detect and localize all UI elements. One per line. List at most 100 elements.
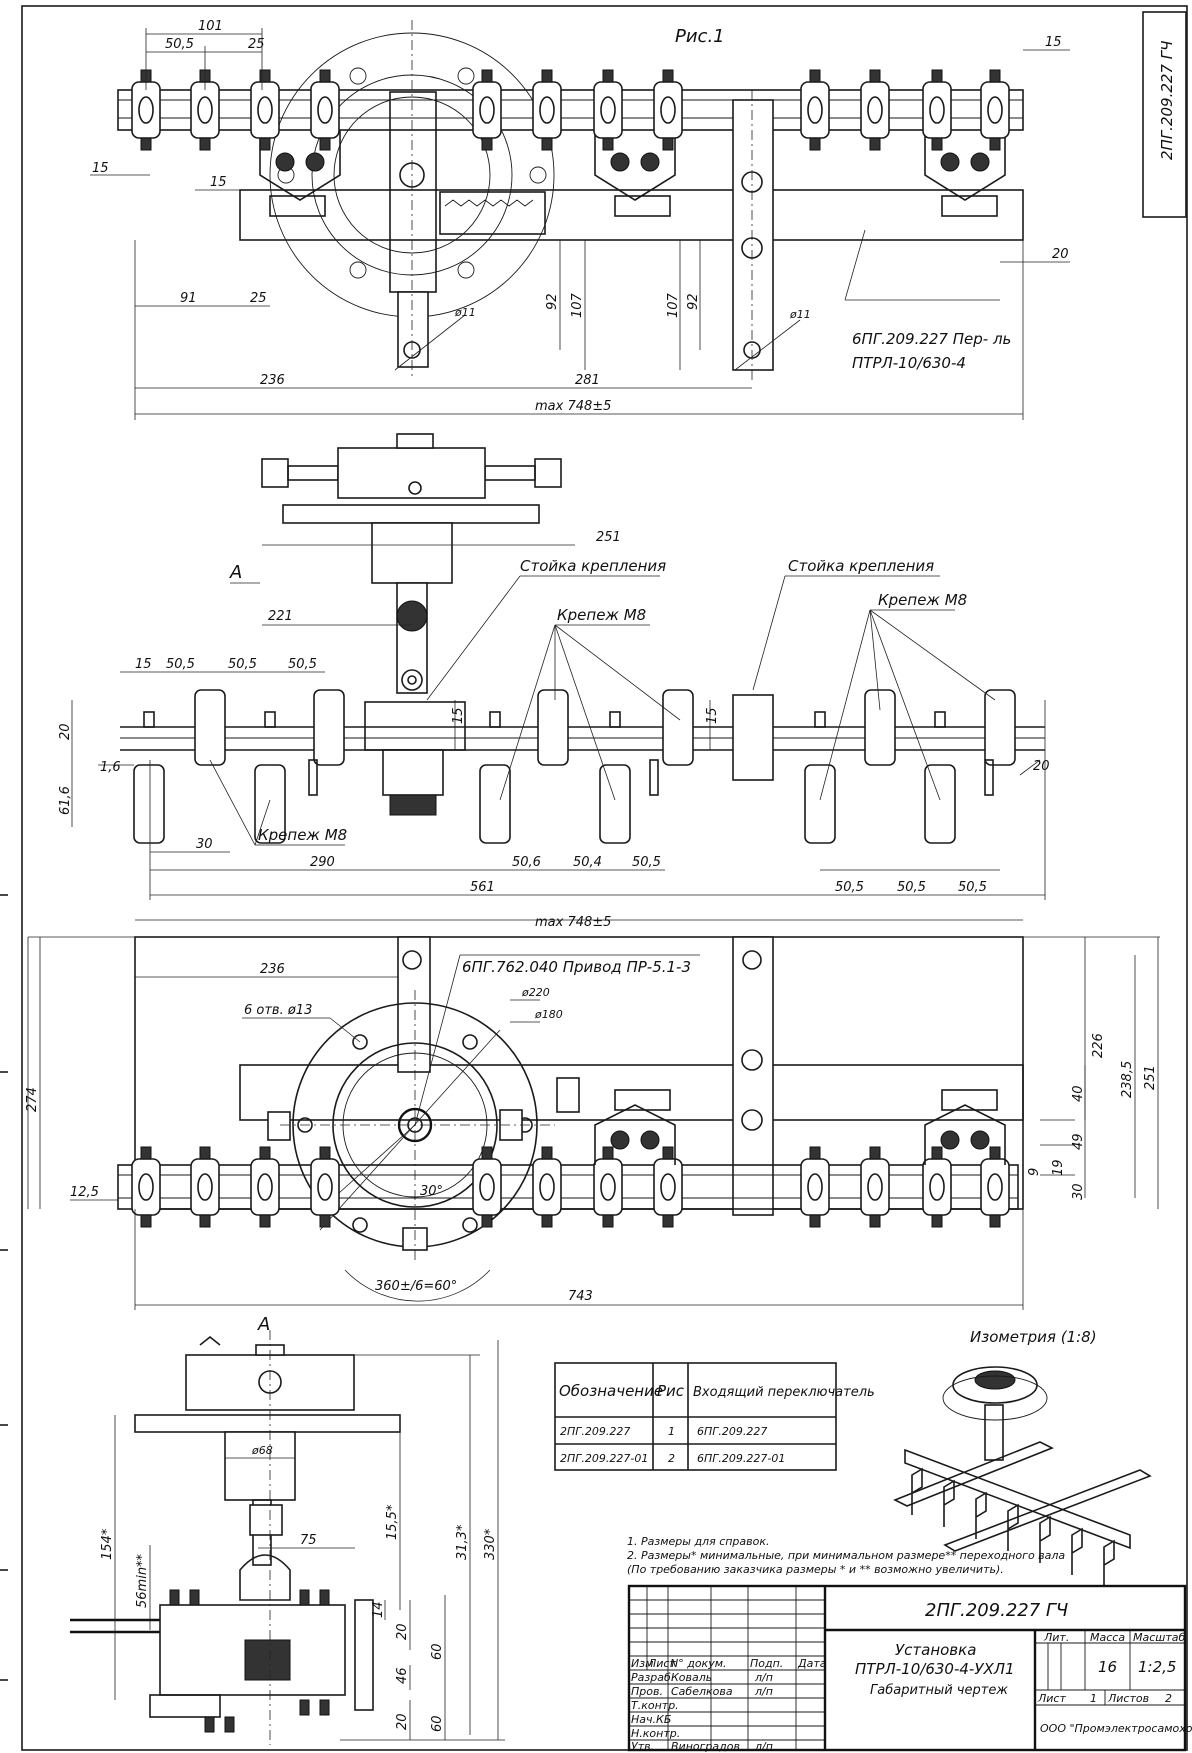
isometry-clamps (911, 1467, 1115, 1587)
dim-plan-92-b: 92 (686, 293, 701, 310)
dim-plan-107-a: 107 (570, 292, 585, 318)
name-developer: Коваль (671, 1671, 712, 1684)
dim-plan-281: 281 (575, 373, 600, 388)
callout-fastener-m8-b: Крепеж М8 (878, 591, 967, 609)
clamp-shape (310, 69, 340, 151)
plan-bottom-clamps (131, 1146, 1010, 1228)
dim-bottom-30: 30 (1071, 1183, 1086, 1200)
role-head-kb: Нач.КБ (631, 1713, 671, 1726)
dim-bottom-9: 9 (1027, 1168, 1042, 1176)
iso-clamp-shape (943, 1479, 955, 1527)
clamp-shape (250, 69, 280, 151)
clamp-shape (922, 69, 952, 151)
side-view-dimlines (114, 1340, 505, 1741)
plan-view-bottom: max 748±5 236 6 отв. ø13 ø220 ø180 274 2… (25, 915, 1160, 1310)
table-cell-r2c1: 2ПГ.209.227-01 (560, 1452, 648, 1465)
role-approver: Утв. (631, 1740, 654, 1753)
dim-side-154: 154* (100, 1528, 115, 1560)
plan-bottom-dimlines (27, 919, 1160, 1310)
view-mark-a-front: А (229, 562, 242, 583)
col-header-list: Лист (647, 1657, 676, 1670)
name-approver: Виноградов (671, 1740, 740, 1753)
clamp-shape (653, 1146, 683, 1228)
table-cell-r1c1: 2ПГ.209.227 (560, 1425, 630, 1438)
dim-plan-92-a: 92 (545, 293, 560, 310)
clamp-shape (190, 1146, 220, 1228)
col-header-date: Дата (797, 1657, 827, 1670)
clamp-shape (532, 1146, 562, 1228)
table-header-designation: Обозначение (559, 1382, 663, 1400)
dim-plan-236: 236 (260, 373, 285, 388)
sheet-label: Лист (1037, 1692, 1066, 1705)
clamp-shape (310, 1146, 340, 1228)
callout-stand-right: Стойка крепления (788, 557, 934, 575)
iso-clamp-shape (1071, 1527, 1083, 1575)
dim-front-50-5-f: 50,5 (897, 880, 926, 895)
name-checker: Сабелкова (671, 1685, 733, 1698)
sheet-value: 1 (1090, 1692, 1097, 1705)
clamp-shape (860, 69, 890, 151)
dim-front-30: 30 (196, 837, 213, 852)
clamp-shape (980, 1146, 1010, 1228)
table-header-switch: Входящий переключатель (693, 1385, 875, 1400)
note-2: 2. Размеры* минимальные, при минимальном… (627, 1549, 1065, 1562)
sign-approver: л/п (754, 1740, 773, 1753)
isometry-label: Изометрия (1:8) (970, 1328, 1097, 1346)
clamp-shape (800, 1146, 830, 1228)
dim-front-50-5-e: 50,5 (835, 880, 864, 895)
dim-plan-d11-a: ø11 (454, 306, 476, 319)
col-header-sign: Подп. (750, 1657, 783, 1670)
doc-code-stamp (1142, 11, 1187, 218)
view-mark-a-side: А (257, 1314, 270, 1335)
callout-stand-left: Стойка крепления (520, 557, 666, 575)
dim-plan-15-a: 15 (92, 161, 109, 176)
clamp-shape (532, 69, 562, 151)
variants-table: Обозначение Рис Входящий переключатель 2… (554, 1362, 875, 1471)
dim-front-50-5-g: 50,5 (958, 880, 987, 895)
dim-side-56min: 56min** (135, 1553, 150, 1608)
table-cell-r2c3: 6ПГ.209.227-01 (697, 1452, 785, 1465)
clamp-shape (593, 69, 623, 151)
iso-clamp-shape (1103, 1539, 1115, 1587)
dim-plan-d11-b: ø11 (789, 308, 811, 321)
role-checker: Пров. (631, 1685, 663, 1698)
dim-front-221: 221 (268, 609, 293, 624)
title-doc-code: 2ПГ.209.227 ГЧ (925, 1600, 1068, 1621)
dim-front-15-a: 15 (135, 657, 152, 672)
dim-plan-25-a: 25 (248, 37, 265, 52)
clamp-shape (653, 69, 683, 151)
dim-front-50-5-c: 50,5 (288, 657, 317, 672)
sheet-frame (21, 5, 1188, 1751)
front-view: А 251 221 15 50,5 50,5 50,5 20 1,6 61,6 … (58, 433, 1050, 900)
plan-view-top: 101 50,5 25 15 15 15 20 91 25 92 107 107… (90, 19, 1070, 420)
sign-developer: л/п (754, 1671, 773, 1684)
title-block: 2ПГ.209.227 ГЧ Установка ПТРЛ-10/630-4-У… (627, 1584, 1192, 1753)
dim-front-50-4: 50,4 (573, 855, 602, 870)
dim-front-61-6: 61,6 (58, 786, 73, 815)
dim-front-251: 251 (596, 530, 621, 545)
clamp-shape (922, 1146, 952, 1228)
plan-top-clamps (131, 69, 1010, 151)
title-name-line-1: Установка (895, 1641, 976, 1659)
dim-front-50-5-b: 50,5 (228, 657, 257, 672)
sheets-label: Листов (1107, 1692, 1149, 1705)
dim-front-20-a: 20 (58, 723, 73, 740)
dim-plan-91: 91 (180, 291, 197, 306)
note-3: (По требованию заказчика размеры * и ** … (627, 1563, 1004, 1576)
dim-side-15-5: 15,5* (385, 1504, 400, 1540)
dim-side-d68: ø68 (251, 1444, 273, 1457)
dim-bottom-40: 40 (1071, 1085, 1086, 1102)
dim-side-20-a: 20 (395, 1623, 410, 1640)
dim-bottom-max-748: max 748±5 (535, 915, 611, 930)
iso-clamp-shape (1007, 1503, 1019, 1551)
dim-bottom-6-holes: 6 отв. ø13 (244, 1003, 312, 1018)
sign-checker: л/п (754, 1685, 773, 1698)
company-name: ООО "Промэлектросамоходник" (1040, 1722, 1192, 1735)
flange-bolt-holes (297, 1034, 533, 1233)
mass-value: 16 (1098, 1658, 1117, 1676)
lit-label: Лит. (1043, 1631, 1069, 1644)
clamp-shape (250, 1146, 280, 1228)
clamp-shape (472, 69, 502, 151)
callout-fastener-m8-c: Крепеж М8 (258, 826, 347, 844)
plan-bottom-hardware (556, 1077, 1006, 1165)
